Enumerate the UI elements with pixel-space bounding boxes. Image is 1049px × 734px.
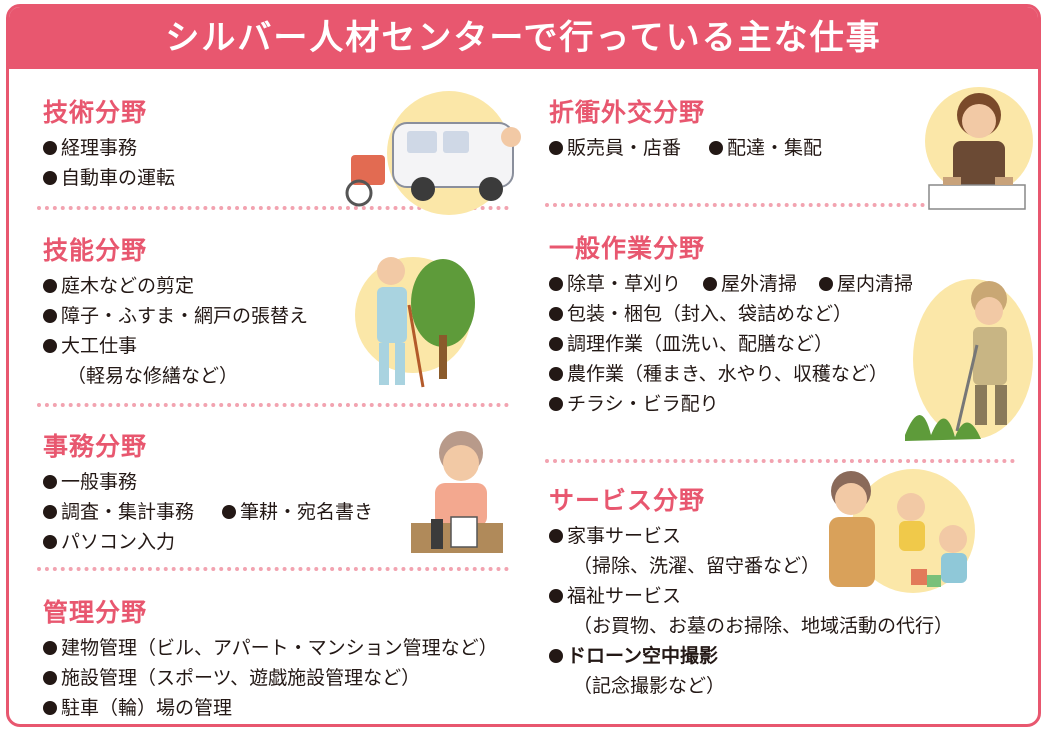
bullet-icon bbox=[43, 475, 57, 489]
divider bbox=[37, 567, 509, 571]
section-title: 技能分野 bbox=[43, 236, 148, 265]
section-title: 一般作業分野 bbox=[549, 234, 706, 263]
divider bbox=[37, 403, 509, 407]
bullet-icon bbox=[43, 279, 57, 293]
list-item-note: （掃除、洗濯、留守番など） bbox=[573, 555, 821, 577]
list-item: 障子・ふすま・網戸の張替え bbox=[43, 301, 308, 331]
divider bbox=[545, 459, 1015, 463]
bullet-icon bbox=[43, 171, 57, 185]
list-item-note: （軽易な修繕など） bbox=[67, 365, 239, 387]
bullet-icon bbox=[549, 397, 563, 411]
bullet-icon bbox=[549, 529, 563, 543]
list-item: ドローン空中撮影 bbox=[549, 641, 953, 671]
section-kanri: 管理分野 建物管理（ビル、アパート・マンション管理など） 施設管理（スポーツ、遊… bbox=[43, 593, 498, 723]
bullet-icon bbox=[549, 649, 563, 663]
list-item: 筆耕・宛名書き bbox=[222, 497, 373, 527]
section-service: サービス分野 家事サービス （掃除、洗濯、留守番など） 福祉サービス （お買物、… bbox=[549, 481, 953, 701]
bullet-icon bbox=[549, 141, 563, 155]
bullet-icon bbox=[43, 339, 57, 353]
bullet-icon bbox=[43, 505, 57, 519]
bullet-icon bbox=[703, 277, 718, 291]
list-item: 除草・草刈り bbox=[549, 269, 681, 299]
bullet-icon bbox=[43, 141, 57, 155]
list-item: 販売員・店番 bbox=[549, 133, 681, 163]
list-item: 建物管理（ビル、アパート・マンション管理など） bbox=[43, 633, 498, 663]
bullet-icon bbox=[549, 307, 563, 321]
list-item: 駐車（輪）場の管理 bbox=[43, 693, 498, 723]
bullet-icon bbox=[549, 367, 563, 381]
section-ginou: 技能分野 庭木などの剪定 障子・ふすま・網戸の張替え 大工仕事 （軽易な修繕など… bbox=[43, 231, 308, 391]
bullet-icon bbox=[549, 277, 563, 291]
list-item: パソコン入力 bbox=[43, 527, 373, 557]
van-wheelchair-illustration bbox=[345, 91, 521, 215]
divider bbox=[37, 206, 509, 210]
bullet-icon bbox=[709, 141, 724, 155]
bullet-icon bbox=[819, 277, 834, 291]
poster-frame: シルバー人材センターで行っている主な仕事 技術分野 経理事務 自動車の運転 技能… bbox=[6, 4, 1041, 727]
shop-clerk-illustration bbox=[925, 87, 1033, 210]
list-item: 調査・集計事務 bbox=[43, 497, 194, 527]
list-item-note: （お買物、お墓のお掃除、地域活動の代行） bbox=[573, 615, 954, 637]
divider bbox=[545, 203, 925, 207]
section-ippan: 一般作業分野 除草・草刈り 屋外清掃 屋内清掃 包装・梱包（封入、袋詰めなど） … bbox=[549, 229, 913, 419]
family-service-illustration bbox=[829, 469, 975, 593]
list-item: 調理作業（皿洗い、配膳など） bbox=[549, 329, 913, 359]
office-worker-illustration bbox=[411, 431, 503, 553]
list-item: 自動車の運転 bbox=[43, 163, 175, 193]
page-title: シルバー人材センターで行っている主な仕事 bbox=[9, 7, 1038, 69]
list-item: 施設管理（スポーツ、遊戯施設管理など） bbox=[43, 663, 498, 693]
list-item: 屋内清掃 bbox=[819, 269, 913, 299]
section-jimu: 事務分野 一般事務 調査・集計事務 筆耕・宛名書き パソコン入力 bbox=[43, 427, 373, 557]
list-item: 包装・梱包（封入、袋詰めなど） bbox=[549, 299, 913, 329]
section-title: 事務分野 bbox=[43, 432, 148, 461]
list-item: 福祉サービス bbox=[549, 581, 953, 611]
bullet-icon bbox=[43, 701, 57, 715]
list-item: 配達・集配 bbox=[709, 133, 822, 163]
bullet-icon bbox=[222, 505, 237, 519]
section-gijutsu: 技術分野 経理事務 自動車の運転 bbox=[43, 93, 175, 193]
section-sesshou: 折衝外交分野 販売員・店番 配達・集配 bbox=[549, 93, 822, 163]
bullet-icon bbox=[43, 641, 57, 655]
list-item: 一般事務 bbox=[43, 467, 373, 497]
section-title: サービス分野 bbox=[549, 486, 706, 515]
list-item: 経理事務 bbox=[43, 133, 175, 163]
bullet-icon bbox=[43, 535, 57, 549]
list-item: 屋外清掃 bbox=[703, 269, 797, 299]
list-item: 庭木などの剪定 bbox=[43, 271, 308, 301]
section-title: 技術分野 bbox=[43, 98, 148, 127]
gardener-illustration bbox=[355, 257, 475, 388]
section-title: 折衝外交分野 bbox=[549, 98, 706, 127]
section-title: 管理分野 bbox=[43, 598, 148, 627]
list-item-note: （記念撮影など） bbox=[573, 675, 726, 697]
grass-cutter-illustration bbox=[905, 279, 1033, 441]
bullet-icon bbox=[549, 589, 563, 603]
list-item: 大工仕事 bbox=[43, 331, 308, 361]
list-item: 家事サービス bbox=[549, 521, 953, 551]
list-item: 農作業（種まき、水やり、収穫など） bbox=[549, 359, 913, 389]
bullet-icon bbox=[549, 337, 563, 351]
bullet-icon bbox=[43, 671, 57, 685]
list-item: チラシ・ビラ配り bbox=[549, 389, 913, 419]
bullet-icon bbox=[43, 309, 57, 323]
